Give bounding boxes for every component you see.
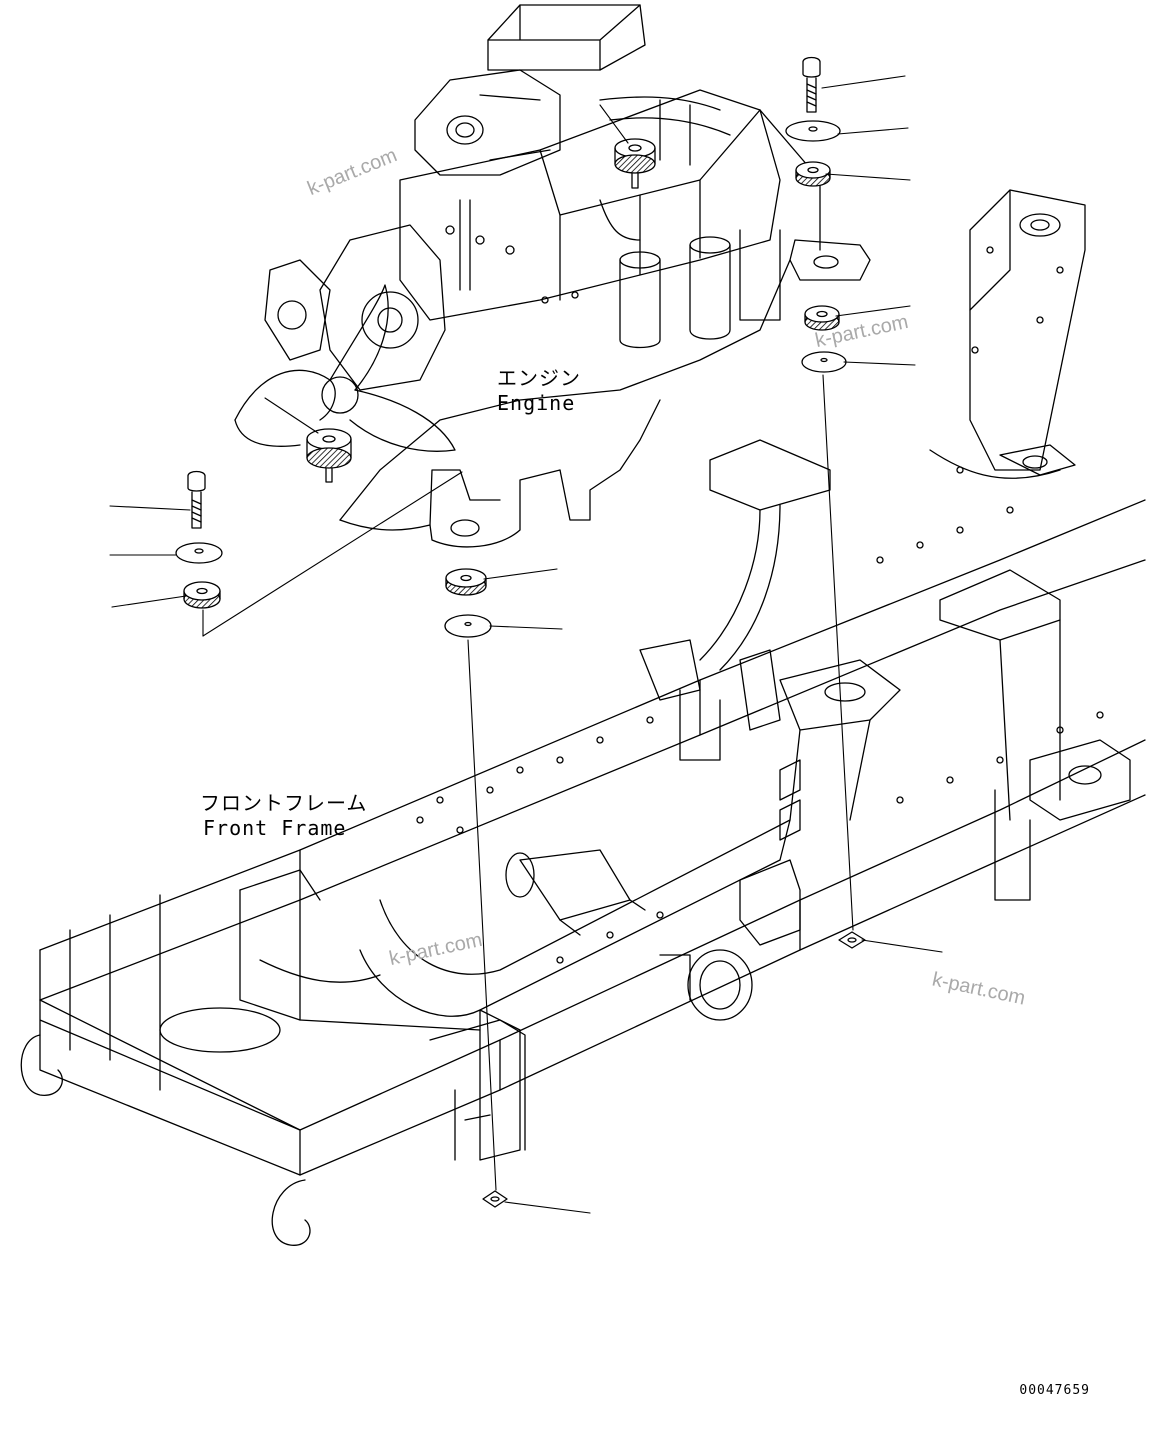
front-mount-cushion bbox=[183, 581, 221, 609]
rear-mount-cushion-lower bbox=[804, 305, 840, 331]
front-frame-label-ja: フロントフレーム bbox=[200, 791, 368, 815]
frame-bolts bbox=[416, 246, 1104, 964]
rear-mount-cushion-upper bbox=[795, 161, 831, 187]
drawing-number: 00047659 bbox=[1019, 1383, 1090, 1398]
center-mount-nut bbox=[482, 1190, 508, 1208]
engine-label-en: Engine bbox=[497, 391, 576, 415]
engine-cushion-installed-top bbox=[614, 138, 656, 189]
rear-mount-bolt bbox=[802, 56, 821, 113]
center-mount-washer bbox=[444, 614, 492, 638]
center-mount-cushion bbox=[445, 568, 487, 596]
front-frame-label-en: Front Frame bbox=[203, 816, 347, 840]
front-frame-drawing bbox=[20, 189, 1146, 1246]
rear-mount-nut bbox=[838, 931, 866, 949]
engine-drawing bbox=[234, 4, 871, 548]
rear-mount-washer bbox=[785, 120, 841, 142]
engine-label-ja: エンジン bbox=[497, 366, 581, 390]
leader-lines bbox=[109, 75, 943, 1214]
rear-mount-washer-lower bbox=[801, 351, 847, 373]
engine-cushion-installed-front bbox=[306, 428, 352, 483]
front-mount-washer bbox=[175, 542, 223, 564]
front-mount-bolt bbox=[187, 470, 206, 529]
assembly-lines bbox=[202, 374, 854, 1191]
